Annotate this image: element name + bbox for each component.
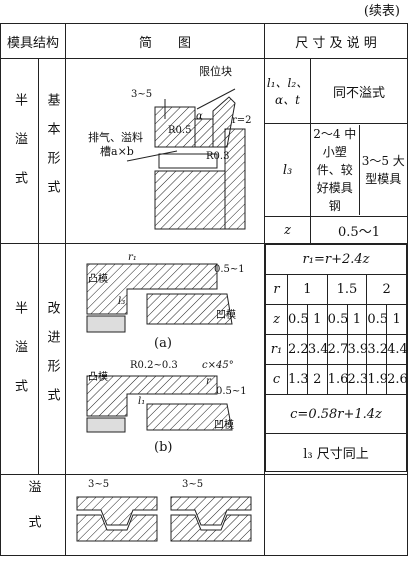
r1-value-6: 4.4 [386, 334, 408, 365]
c-value-5: 1.9 [366, 364, 388, 395]
die-label-b: 凹模 [214, 420, 235, 431]
continued-label: (续表) [363, 4, 400, 19]
c-value-4: 2.3 [346, 364, 368, 395]
z-value-4: 1 [346, 304, 368, 335]
r1-value-5: 3.2 [366, 334, 388, 365]
dim-3-5-label: 3~5 [131, 89, 153, 100]
overflow-dim-right: 3~5 [182, 479, 204, 490]
header-diagram: 简 图 [65, 23, 266, 59]
l1-label-b: l₁ [138, 396, 146, 407]
value-same-as-non-overflow: 同不溢式 [310, 57, 409, 125]
c-value-1: 1.3 [287, 364, 309, 395]
row-r-label: r [265, 274, 289, 305]
vent-label: 排气、溢料 [88, 131, 144, 144]
z-value-1: 0.5 [287, 304, 309, 335]
basic-form-label: 基本形式 [37, 58, 67, 244]
basic-form-drawing [126, 88, 246, 230]
punch-label-b: 凸模 [88, 372, 109, 383]
mold-structure-table: 模具结构 简 图 尺 寸 及 说 明 半溢式 基本形式 [0, 23, 409, 556]
z-value-3: 0.5 [326, 304, 348, 335]
header-dimensions: 尺 寸 及 说 明 [264, 23, 409, 59]
r1-label-a: r₁ [128, 252, 137, 263]
r03-label: R0.3 [206, 151, 230, 162]
improved-values-table: r₁=r+2.4z r 1 1.5 2 z 0.5 1 0.5 1 0.5 1 [265, 244, 408, 472]
caption-b: (b) [154, 440, 173, 455]
r1-value-4: 3.9 [346, 334, 368, 365]
row-r1-label: r₁ [265, 334, 289, 365]
overflow-diagram: 3~5 3~5 [65, 474, 266, 556]
improved-form-drawing [86, 263, 233, 433]
overflow-drawing [76, 496, 252, 542]
r05-label: R0.5 [168, 125, 192, 136]
c-value-6: 2.6 [386, 364, 408, 395]
z-value-5: 0.5 [366, 304, 388, 335]
overflow-label: 溢式 [0, 474, 67, 556]
z-value-6: 1 [386, 304, 408, 335]
dim-label-a: 0.5~1 [214, 264, 245, 275]
improved-form-diagrams: (a) 凸模 r₁ 凹模 0.5~1 l₃ (b) 凸模 R0.2~0.3 c×… [65, 243, 266, 475]
c-value-3: 1.6 [326, 364, 348, 395]
formula-r1: r₁=r+2.4z [265, 244, 408, 275]
r1-value-3: 2.7 [326, 334, 348, 365]
r1-value-2: 3.4 [306, 334, 329, 365]
r-value-3: 2 [366, 274, 408, 305]
l3-small-parts: 2～4 中小塑件、较好模具钢 [311, 125, 360, 216]
groove-label: 槽a×b [100, 145, 134, 158]
dim-label-b: 0.5~1 [216, 386, 247, 397]
row-z-label: z [265, 304, 289, 335]
r-label-b: r [206, 376, 211, 387]
r-value-2: 1.5 [326, 274, 368, 305]
overflow-dim-left: 3~5 [88, 479, 110, 490]
r2-label: r=2 [232, 115, 252, 126]
r1-value-1: 2.2 [287, 334, 309, 365]
z-value-2: 1 [306, 304, 328, 335]
value-z: 0.5～1 [310, 216, 409, 244]
l3-label-a: l₃ [118, 296, 126, 307]
alpha-label: α [196, 111, 203, 122]
die-label-a: 凹模 [216, 310, 237, 321]
param-l3: l₃ [264, 123, 312, 218]
semi-overflow-label-2: 半溢式 [0, 243, 39, 475]
cx45-label-b: c×45° [202, 360, 234, 371]
semi-overflow-label: 半溢式 [0, 58, 39, 244]
param-z: z [264, 216, 312, 244]
header-structure: 模具结构 [0, 23, 67, 59]
improved-form-label: 改进形式 [37, 243, 67, 475]
c-value-2: 2 [306, 364, 328, 395]
basic-form-diagram: 限位块 排气、溢料 槽a×b 3~5 R0.5 r=2 R0.3 α [65, 58, 266, 244]
note-l3: l₃ 尺寸同上 [265, 433, 408, 472]
caption-a: (a) [154, 336, 172, 351]
punch-label-a: 凸模 [88, 274, 109, 285]
r02-label-b: R0.2~0.3 [130, 360, 178, 371]
overflow-dims-empty [264, 474, 409, 556]
limit-block-label: 限位块 [199, 65, 233, 78]
l3-large-molds: 3～5 大型模具 [361, 154, 405, 187]
param-l1-l2: l₁、l₂、α、t [264, 57, 312, 125]
r-value-1: 1 [287, 274, 328, 305]
row-c-label: c [265, 364, 289, 395]
formula-c: c=0.58r+1.4z [265, 394, 408, 434]
